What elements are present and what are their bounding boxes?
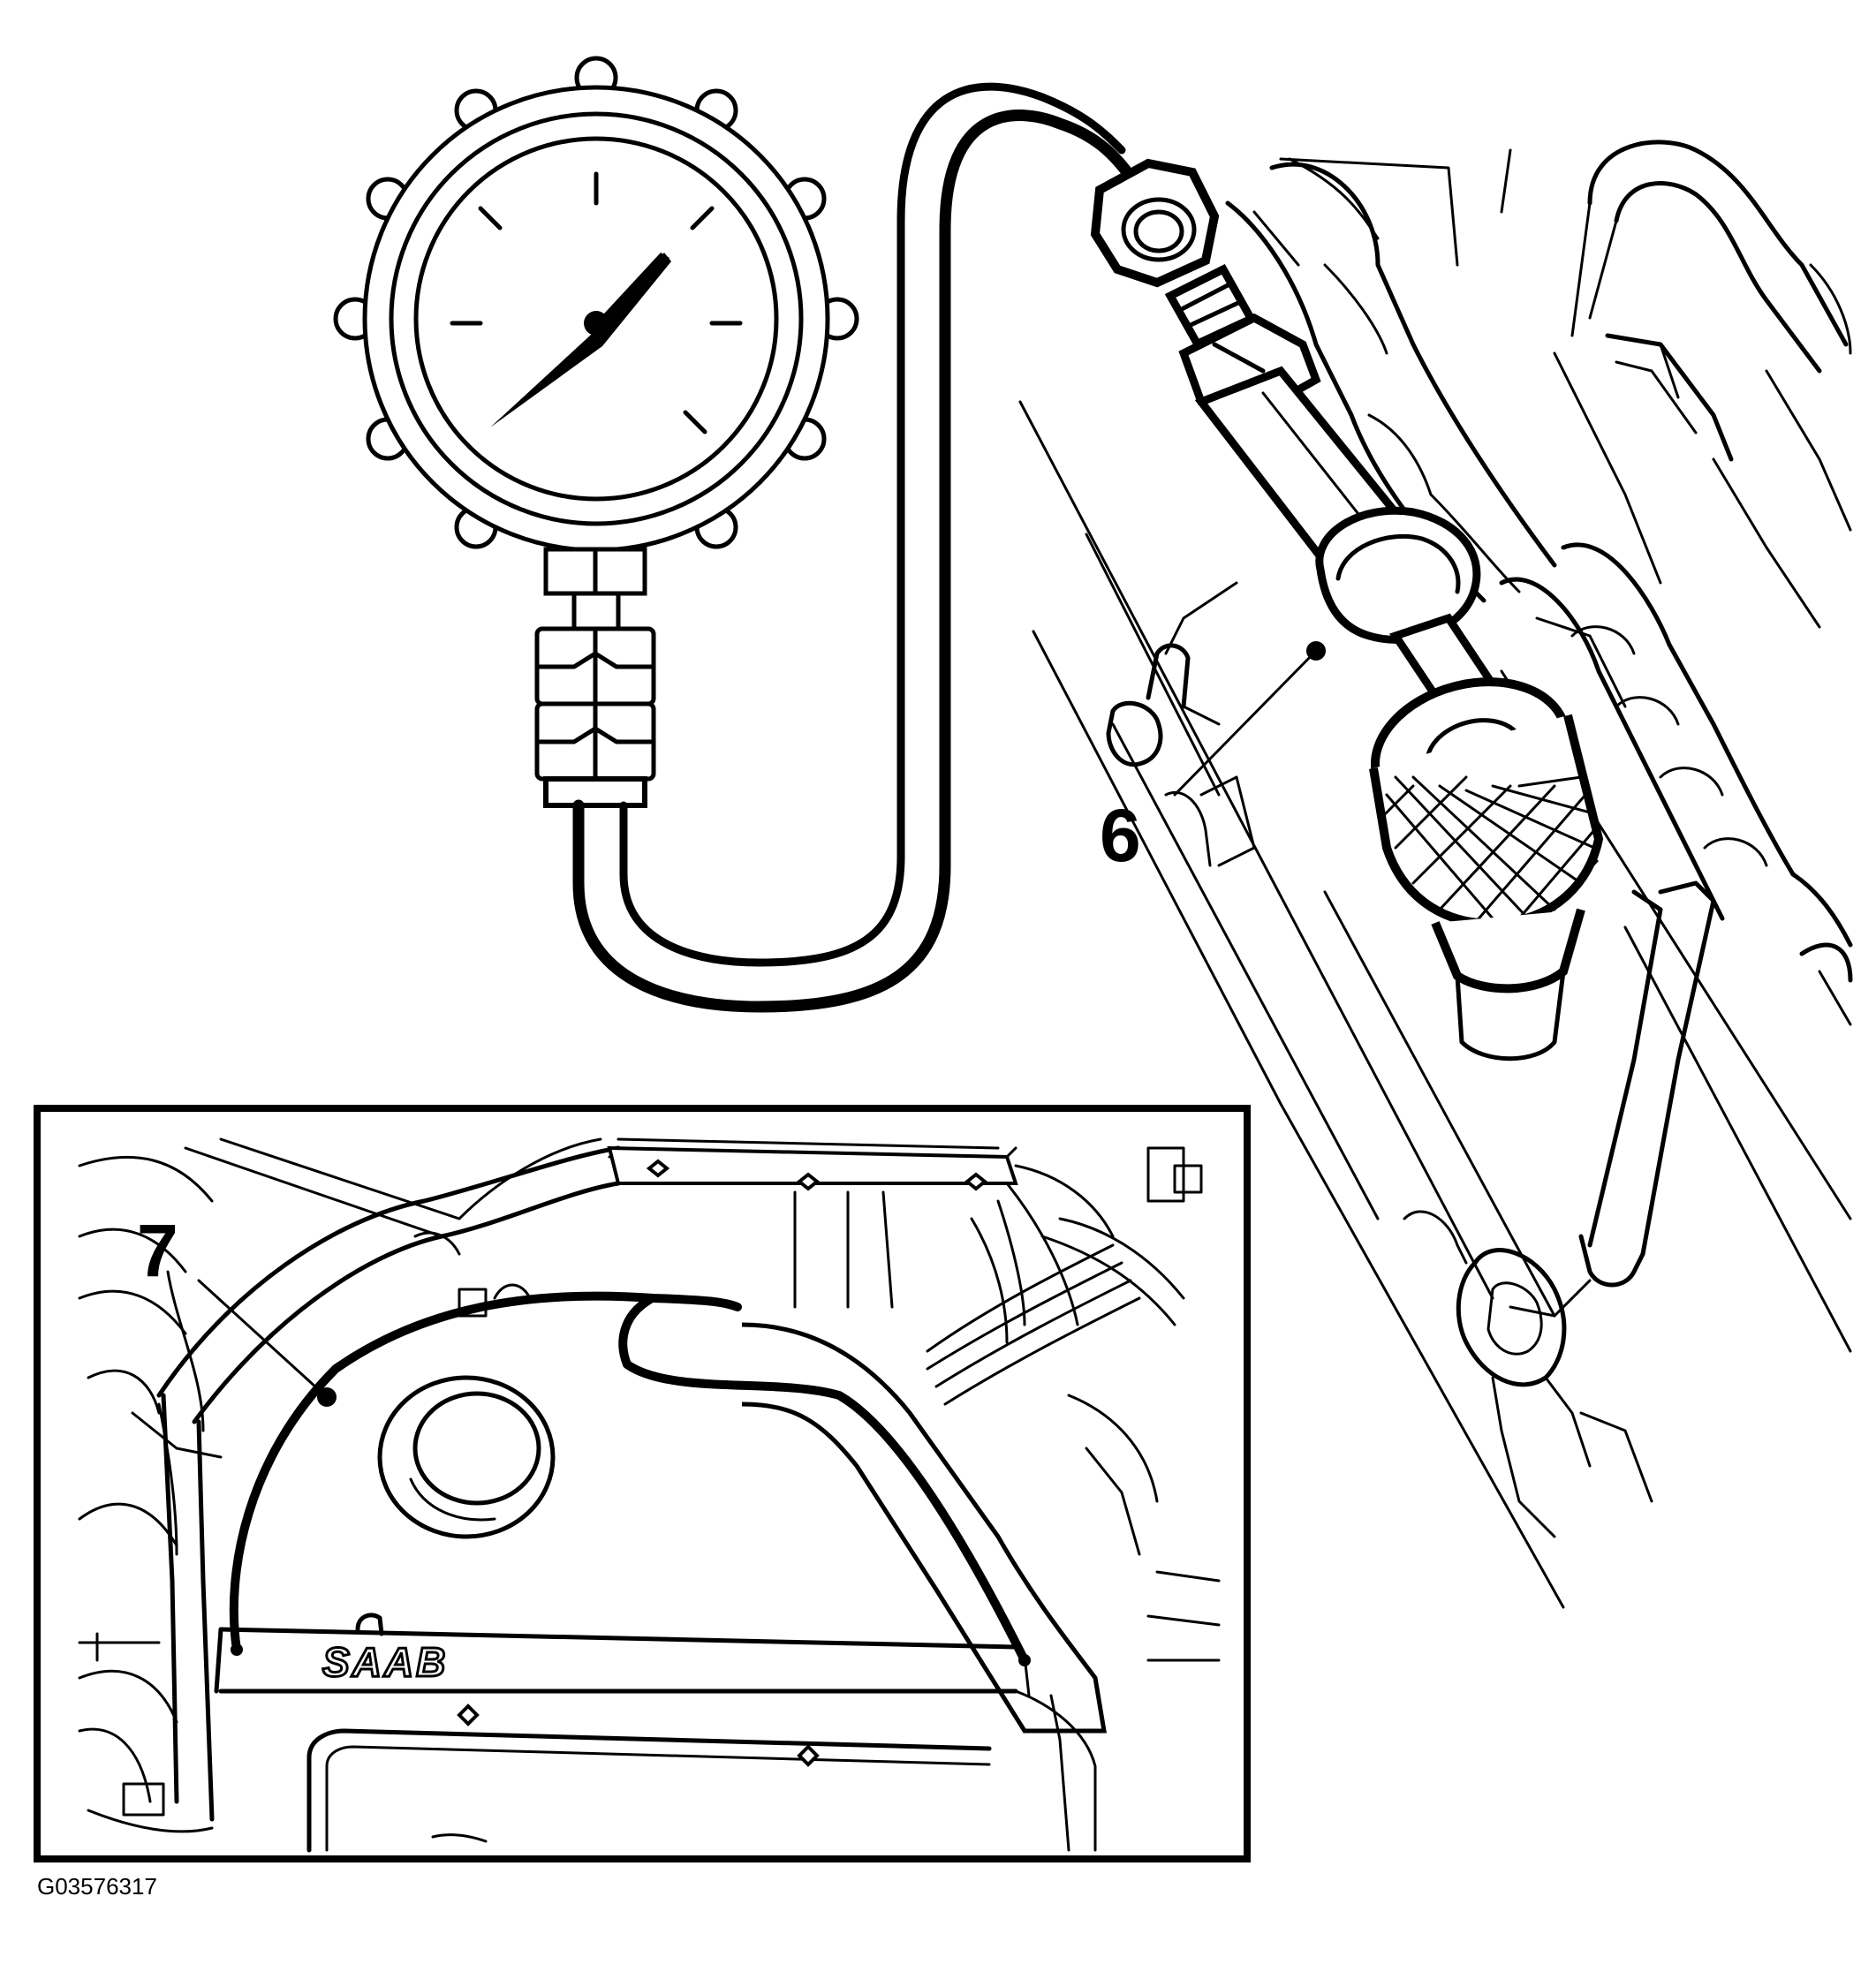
brand-logo: SAAB	[322, 1639, 448, 1685]
figure-id: G03576317	[37, 1873, 157, 1900]
engine-background	[1018, 140, 1853, 1609]
gauge-hose-icon	[572, 82, 1137, 1013]
inset-engine-view: SAAB 7	[34, 1105, 1251, 1862]
callout-6: 6	[1100, 641, 1326, 877]
pressure-gauge-icon	[333, 56, 859, 808]
callout-7-label: 7	[137, 1209, 178, 1292]
callout-6-label: 6	[1100, 794, 1141, 877]
fuel-rail-adapter-icon	[1090, 158, 1604, 1061]
